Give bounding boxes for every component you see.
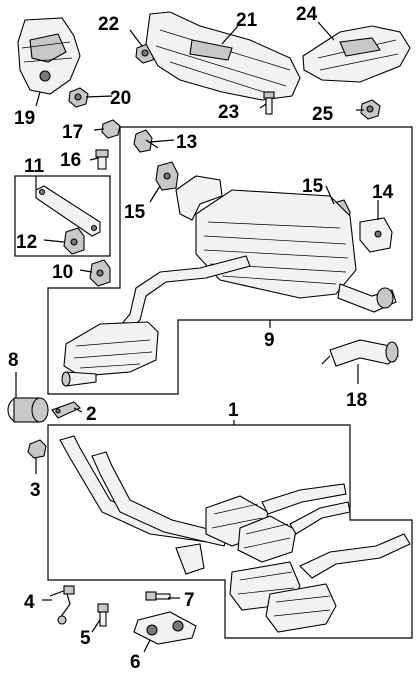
bracket-part-14: [359, 217, 393, 253]
callout-4: 4: [24, 592, 35, 613]
callout-21: 21: [236, 10, 258, 31]
nut-part-3: [27, 439, 47, 459]
hanger-part-10: [89, 259, 111, 287]
callout-3: 3: [30, 480, 41, 501]
hanger-part-15-left: [155, 161, 179, 191]
callout-13: 13: [176, 132, 197, 153]
bolt-part-23: [263, 91, 275, 115]
callout-15-left: 15: [124, 202, 146, 223]
nut-part-25: [360, 99, 381, 120]
callout-19: 19: [14, 108, 35, 129]
callout-9: 9: [264, 330, 275, 351]
callout-22: 22: [98, 14, 119, 35]
bolt-part-7: [145, 591, 171, 601]
gasket-part-6: [133, 611, 197, 645]
callout-6: 6: [130, 652, 141, 673]
tail-pipe-part-18: [321, 339, 399, 367]
callout-16: 16: [60, 150, 81, 171]
rear-muffler-part: [175, 175, 397, 313]
callout-10: 10: [52, 262, 73, 283]
callout-2: 2: [86, 404, 97, 425]
callout-24: 24: [296, 4, 318, 25]
callout-8: 8: [8, 350, 19, 371]
callout-18: 18: [346, 390, 367, 411]
callout-12: 12: [16, 232, 37, 253]
callout-14: 14: [372, 182, 394, 203]
rear-y-pipe-part: [229, 533, 411, 633]
callout-1: 1: [228, 400, 239, 421]
callout-15-right: 15: [302, 176, 324, 197]
heat-shield-part-21: [145, 11, 301, 101]
nut-part-20: [68, 87, 89, 108]
callout-25: 25: [312, 104, 334, 125]
nut-part-17: [101, 119, 121, 139]
intermediate-pipe-part: [61, 255, 251, 387]
hanger-part-13: [133, 129, 159, 153]
hanger-part-12: [63, 227, 85, 255]
heat-shield-bracket-part: [17, 17, 81, 95]
box-pipe-assembly: [47, 424, 413, 639]
heat-shield-part-24: [302, 25, 411, 83]
callout-20: 20: [110, 88, 131, 109]
callout-numbers: 19 20 22 21 24 23 25 17 16 13 11 15 15 1…: [8, 4, 394, 673]
callout-17: 17: [62, 122, 83, 143]
bracket-part-11: [35, 185, 101, 237]
oxygen-sensor-part-4: [49, 585, 75, 625]
leader-lines: [15, 21, 379, 653]
clamp-part-8: [7, 397, 49, 423]
front-pipe-assembly-part: [59, 435, 351, 575]
box-muffler-assembly: [47, 126, 413, 395]
bolt-part-16: [95, 149, 109, 170]
callout-11: 11: [24, 156, 45, 177]
bolt-part-5: [97, 603, 109, 627]
gasket-part-2: [51, 401, 81, 419]
callout-5: 5: [80, 628, 91, 649]
box-bracket-kit: [14, 175, 111, 257]
callout-23: 23: [218, 102, 239, 123]
callout-7: 7: [184, 590, 195, 611]
